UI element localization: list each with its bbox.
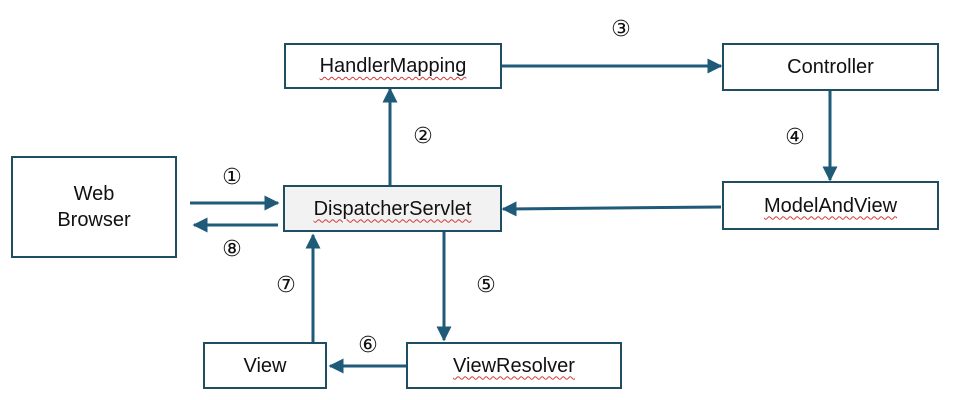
view-resolver-label: ViewResolver bbox=[453, 354, 575, 377]
view-resolver-box: ViewResolver bbox=[406, 342, 622, 389]
controller-label: Controller bbox=[787, 56, 874, 78]
step-8-label: ⑧ bbox=[222, 237, 242, 262]
web-browser-box: Web Browser bbox=[11, 156, 177, 258]
step-1-label: ① bbox=[222, 165, 242, 190]
view-box: View bbox=[203, 342, 327, 389]
step-4-label: ④ bbox=[785, 125, 805, 150]
step-7-label: ⑦ bbox=[276, 273, 296, 298]
dispatcher-servlet-box: DispatcherServlet bbox=[283, 185, 502, 232]
view-label: View bbox=[243, 354, 287, 377]
handler-mapping-label: HandlerMapping bbox=[319, 55, 467, 77]
step-2-label: ② bbox=[413, 124, 433, 149]
step-5-label: ⑤ bbox=[476, 273, 496, 298]
handler-mapping-box: HandlerMapping bbox=[284, 43, 502, 89]
web-browser-label-line2: Browser bbox=[57, 209, 131, 231]
step-6-label: ⑥ bbox=[358, 333, 378, 358]
model-and-view-box: ModelAndView bbox=[722, 181, 939, 230]
controller-box: Controller bbox=[722, 43, 939, 91]
web-browser-label-line1: Web bbox=[73, 183, 115, 205]
arrow-modelandview-to-dispatcher bbox=[501, 201, 722, 217]
dispatcher-servlet-label: DispatcherServlet bbox=[313, 197, 472, 220]
step-3-label: ③ bbox=[611, 17, 631, 42]
model-and-view-label: ModelAndView bbox=[763, 194, 898, 217]
